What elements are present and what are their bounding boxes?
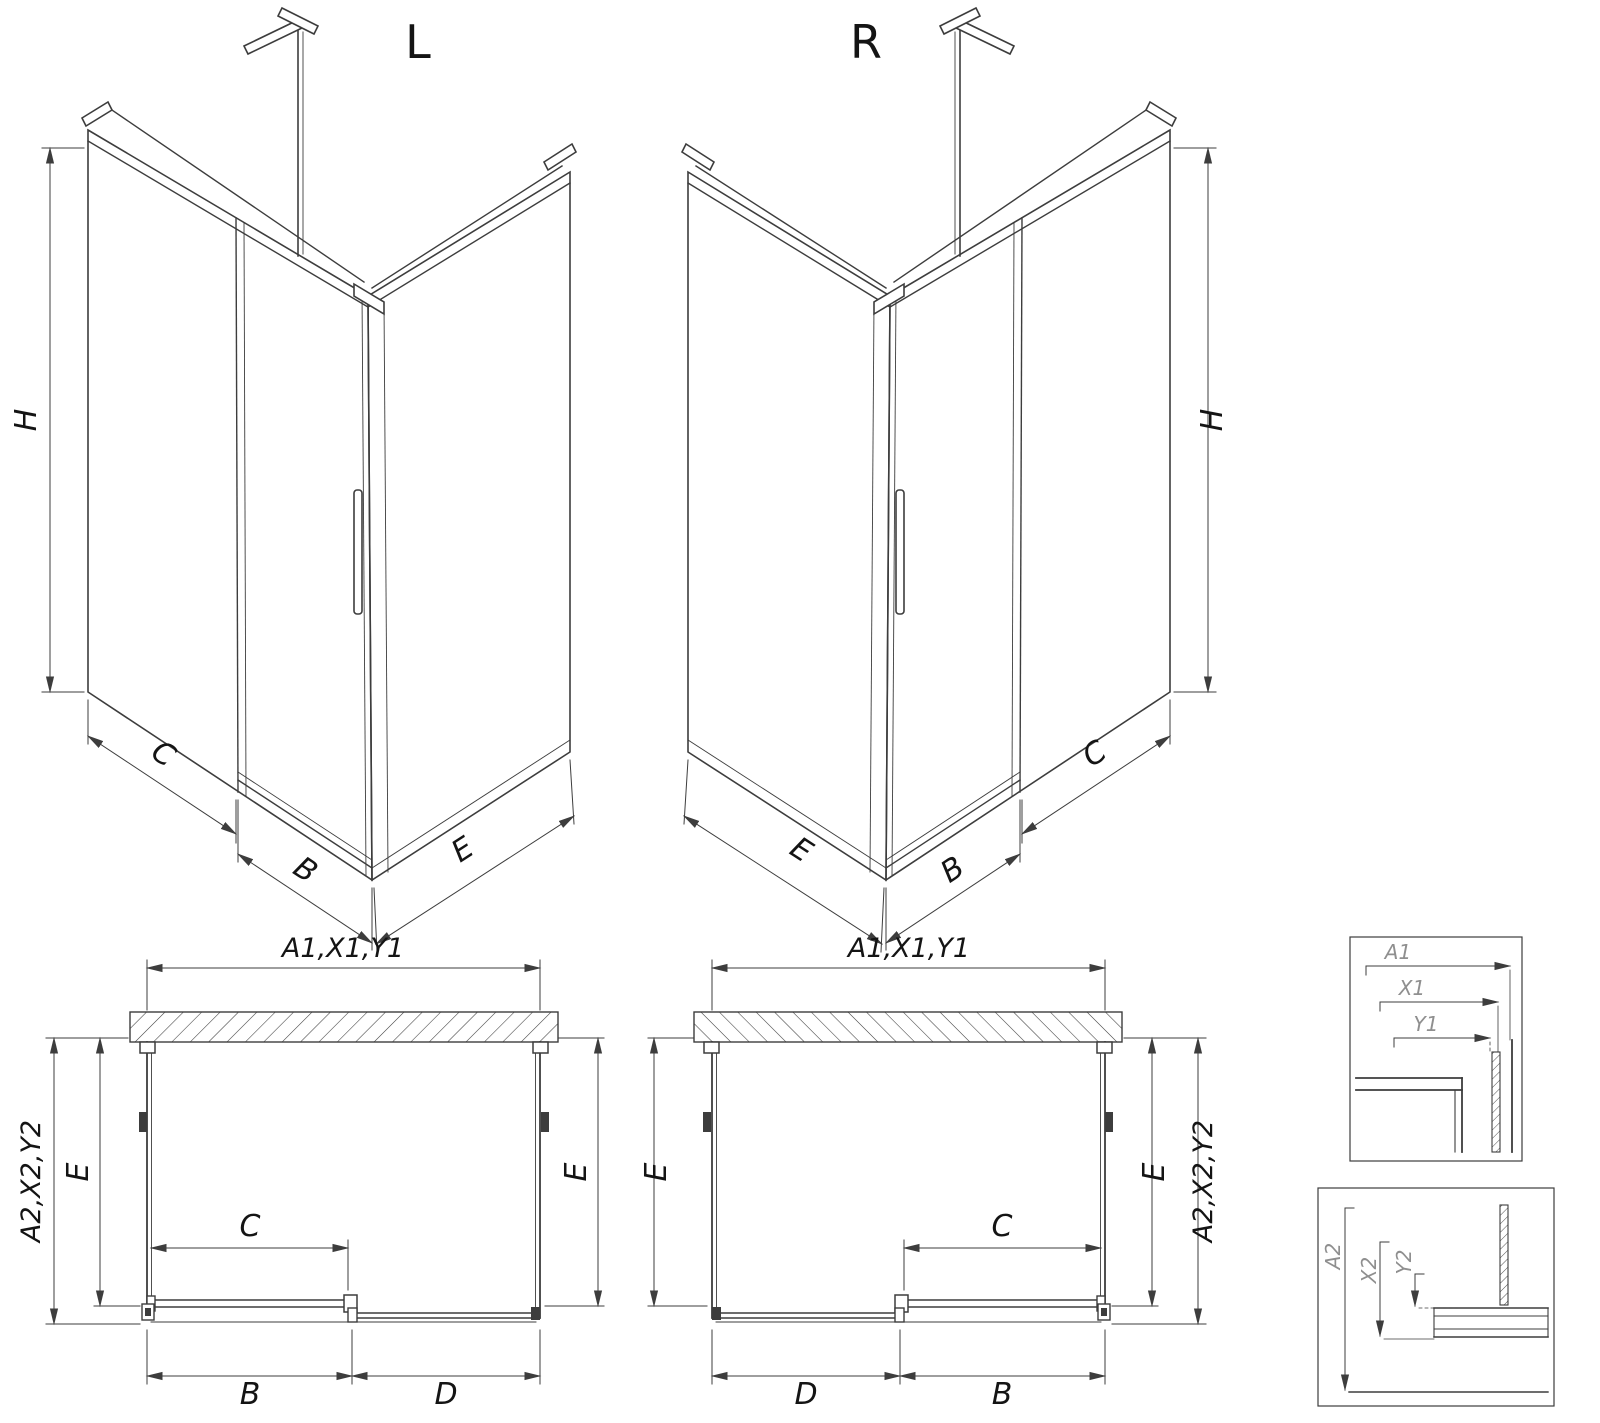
- dim-label-x2: X2: [1357, 1257, 1381, 1284]
- dim-label-e-left: E: [61, 1162, 96, 1181]
- dim-label-side: A2,X2,Y2: [16, 1120, 47, 1244]
- dim-label-d: D: [434, 1377, 457, 1412]
- detail-top-dimensions: [1365, 961, 1512, 1053]
- view-title-right: R: [850, 15, 882, 69]
- plan-dimension-lines: [45, 959, 605, 1385]
- dim-label-h: H: [9, 409, 44, 432]
- glass-section-hatch: [1499, 1204, 1509, 1306]
- dim-label-y2: Y2: [1392, 1250, 1416, 1275]
- dim-label-c: C: [240, 1209, 261, 1244]
- dim-label-width: A1,X1,Y1: [280, 933, 404, 964]
- wall-bracket-icon: [542, 142, 578, 172]
- dim-label-a1: A1: [1383, 940, 1411, 964]
- wall-bracket-icon: [80, 100, 114, 128]
- ceiling-bracket-icon: [276, 6, 320, 36]
- wall-hatch: [129, 1011, 559, 1043]
- support-bracket-icon: [139, 1112, 147, 1132]
- detail-view-top: A1 X1 Y1: [1349, 936, 1523, 1162]
- detail-bottom-dimensions: [1340, 1207, 1461, 1392]
- plan-geometry: [45, 959, 605, 1385]
- dim-label-width: A1,X1,Y1: [846, 933, 970, 964]
- dim-label-e-right: E: [1137, 1162, 1172, 1181]
- support-bracket-icon: [541, 1112, 549, 1132]
- dim-label-h: H: [1195, 409, 1230, 432]
- iso-geometry: [41, 6, 578, 953]
- dim-label-e-right: E: [559, 1162, 594, 1181]
- view-title-left: L: [405, 15, 431, 69]
- dim-label-b: B: [992, 1377, 1013, 1412]
- dim-label-d: D: [794, 1377, 817, 1412]
- detail-view-bottom: A2 X2 Y2: [1317, 1187, 1555, 1407]
- dim-label-side: A2,X2,Y2: [1188, 1120, 1219, 1244]
- corner-post-cap: [353, 282, 385, 316]
- dim-label-e-left: E: [639, 1162, 674, 1181]
- dim-label-y1: Y1: [1414, 1012, 1439, 1036]
- glass-section-hatch: [1491, 1051, 1501, 1153]
- plan-view-right: A1,X1,Y1 E E A2,X2,Y2 C D B: [639, 933, 1219, 1412]
- detail-bottom-geometry: [1317, 1187, 1555, 1407]
- dim-label-b: B: [240, 1377, 261, 1412]
- dim-label-x1: X1: [1398, 976, 1425, 1000]
- plan-view-left: A1,X1,Y1 A2,X2,Y2 E E C B D: [16, 933, 605, 1412]
- iso-dimension-lines: [41, 146, 576, 953]
- door-handle: [353, 489, 363, 615]
- detail-top-geometry: [1349, 936, 1523, 1162]
- dim-label-a2: A2: [1321, 1243, 1345, 1271]
- dim-label-c: C: [992, 1209, 1013, 1244]
